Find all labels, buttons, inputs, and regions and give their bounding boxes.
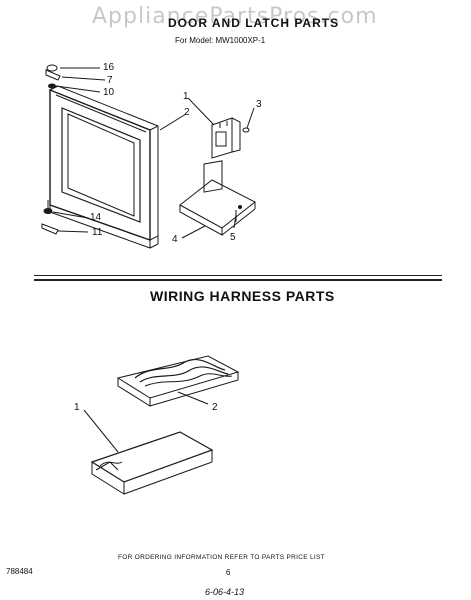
harness-bag xyxy=(116,355,240,407)
ordering-note: FOR ORDERING INFORMATION REFER TO PARTS … xyxy=(118,554,325,561)
callout-7: 7 xyxy=(107,75,113,86)
section-divider-thick xyxy=(34,279,442,281)
section-divider xyxy=(34,275,442,276)
callout-4: 4 xyxy=(172,234,178,245)
hinge-parts-bottom xyxy=(41,200,89,235)
callout-16: 16 xyxy=(103,62,115,73)
door-latch-title: DOOR AND LATCH PARTS xyxy=(168,16,340,30)
callout-3: 3 xyxy=(256,99,262,110)
callout-5: 5 xyxy=(230,232,236,243)
callout-2: 2 xyxy=(184,107,190,118)
callout-harness-1: 1 xyxy=(74,402,80,413)
document-number: 788484 xyxy=(6,567,33,576)
latch-housing xyxy=(179,160,256,239)
handwritten-note: 6-06-4-13 xyxy=(205,587,245,597)
page-number: 6 xyxy=(226,568,231,577)
door-frame xyxy=(49,85,159,249)
model-label: For Model: MW1000XP-1 xyxy=(175,36,266,45)
callout-harness-2: 2 xyxy=(212,402,218,413)
wiring-harness-title: WIRING HARNESS PARTS xyxy=(150,288,335,304)
callout-14: 14 xyxy=(90,212,102,223)
hinge-parts-top xyxy=(45,64,106,93)
callout-1: 1 xyxy=(183,91,189,102)
harness-box xyxy=(83,409,214,495)
latch-bracket xyxy=(211,107,255,159)
watermark: AppliancePartsPros.com xyxy=(92,4,378,29)
callout-11: 11 xyxy=(92,227,103,238)
callout-10: 10 xyxy=(103,87,115,98)
